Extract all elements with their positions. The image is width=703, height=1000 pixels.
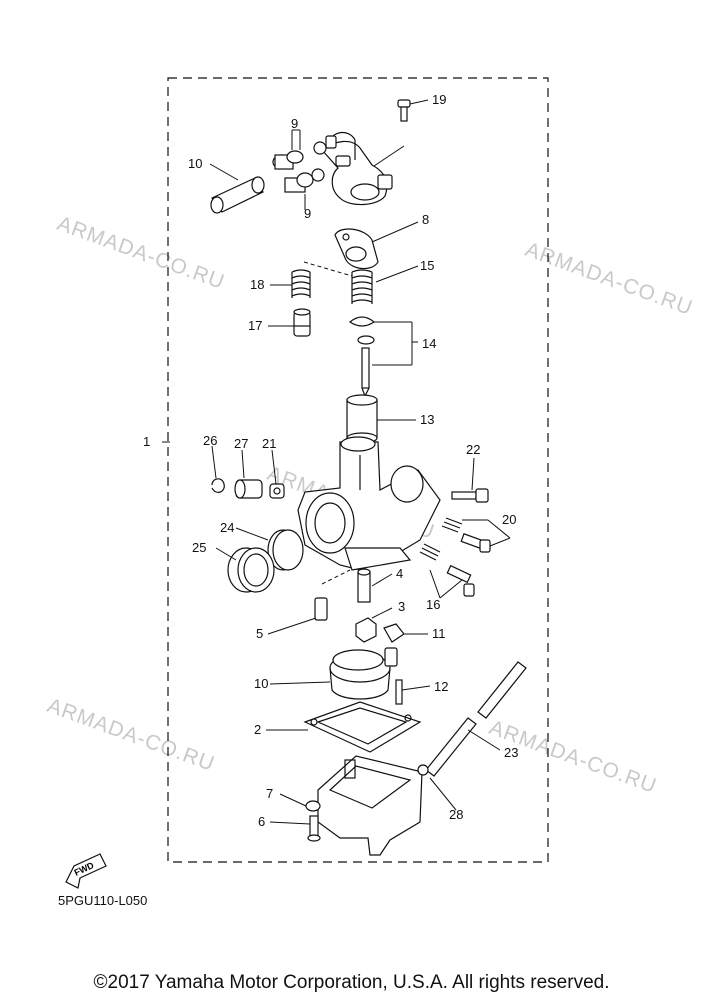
part-20-screw bbox=[397, 99, 411, 122]
part-11-float bbox=[329, 647, 398, 700]
callout-5: 5 bbox=[256, 626, 264, 641]
part-6-screw bbox=[307, 815, 321, 842]
callout-24: 23 bbox=[504, 745, 519, 760]
part-21-spring-screw bbox=[441, 517, 491, 553]
callout-11: 10 bbox=[254, 676, 269, 691]
diagram-code: 5PGU110-L050 bbox=[58, 893, 148, 908]
callout-18: 17 bbox=[248, 318, 263, 333]
part-16-spring bbox=[351, 269, 373, 304]
callout-21: 20 bbox=[502, 512, 517, 527]
part-2-gasket bbox=[303, 701, 422, 753]
part-4-jet bbox=[357, 568, 371, 603]
part-13-pin bbox=[395, 679, 403, 705]
callout-28: 27 bbox=[234, 436, 249, 451]
callout-22: 21 bbox=[262, 436, 277, 451]
part-14-throttle-valve bbox=[346, 394, 378, 444]
float-bowl bbox=[317, 755, 429, 856]
callout-29: 28 bbox=[449, 807, 464, 822]
callout-14: 13 bbox=[420, 412, 435, 427]
callout-23: 22 bbox=[466, 442, 481, 457]
part-9-cap-b bbox=[284, 168, 325, 193]
callout-2: 2 bbox=[254, 722, 262, 737]
part-15-clip-needle bbox=[348, 316, 376, 398]
callout-26: 25 bbox=[192, 540, 207, 555]
callout-15: 14 bbox=[422, 336, 437, 351]
part-17-spring-screw bbox=[419, 543, 475, 597]
callout-1: 1 bbox=[143, 434, 151, 449]
part-24-hose bbox=[425, 661, 527, 777]
leader-lines bbox=[162, 99, 511, 825]
callout-4: 4 bbox=[396, 566, 404, 581]
part-27-clip bbox=[211, 478, 225, 493]
part-18-plug bbox=[293, 308, 311, 337]
callout-10: 10 bbox=[188, 156, 203, 171]
part-22-nut bbox=[269, 483, 285, 499]
part-19-spring bbox=[291, 269, 311, 298]
part-8-plate bbox=[334, 228, 379, 270]
callout-8: 8 bbox=[422, 212, 430, 227]
part-5-screw bbox=[314, 597, 328, 621]
part-28-cylinder bbox=[234, 479, 263, 499]
part-10-tube bbox=[210, 176, 265, 214]
callout-16: 15 bbox=[420, 258, 435, 273]
callout-3: 3 bbox=[398, 599, 406, 614]
callout-9-bottom: 9 bbox=[304, 206, 312, 221]
callout-27: 26 bbox=[203, 433, 218, 448]
assembly-boundary bbox=[167, 77, 549, 863]
part-3-jet bbox=[355, 617, 377, 643]
copyright-notice: ©2017 Yamaha Motor Corporation, U.S.A. A… bbox=[93, 972, 610, 993]
callout-17: 16 bbox=[426, 597, 441, 612]
callout-6: 6 bbox=[258, 814, 266, 829]
callout-13: 12 bbox=[434, 679, 449, 694]
part-top-cover bbox=[321, 131, 393, 206]
part-9-cap-a bbox=[272, 141, 327, 170]
part-7-washer bbox=[305, 800, 321, 812]
carburetor-body bbox=[297, 436, 441, 571]
callout-25: 24 bbox=[220, 520, 235, 535]
callout-9-top: 9 bbox=[291, 116, 299, 131]
part-26-ring bbox=[227, 547, 275, 593]
part-25-ring bbox=[267, 529, 304, 571]
callout-12: 11 bbox=[432, 626, 446, 641]
callout-19: 18 bbox=[250, 277, 265, 292]
part-12-needle-valve bbox=[383, 623, 405, 643]
callout-20: 19 bbox=[432, 92, 447, 107]
callout-7: 7 bbox=[266, 786, 274, 801]
part-23-screw bbox=[451, 488, 489, 503]
fwd-arrow-icon bbox=[65, 853, 107, 889]
